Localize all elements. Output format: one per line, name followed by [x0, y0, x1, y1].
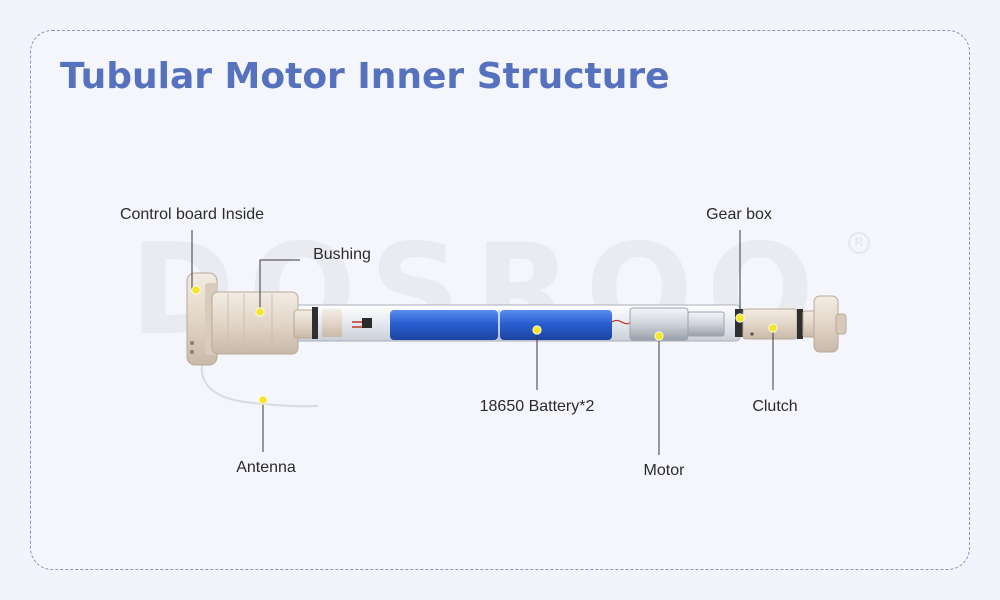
antenna-wire: [200, 364, 319, 408]
registered-mark-icon: R: [848, 232, 870, 254]
marker-clutch: [768, 323, 778, 333]
bushing-body: [211, 291, 299, 355]
marker-control-board: [191, 285, 201, 295]
label-gear-box: Gear box: [706, 206, 772, 223]
label-battery: 18650 Battery*2: [479, 398, 595, 415]
marker-dots: [191, 285, 778, 405]
page-title: Tubular Motor Inner Structure: [60, 56, 670, 97]
label-motor: Motor: [643, 462, 685, 479]
label-antenna: Antenna: [236, 459, 296, 476]
marker-bushing: [255, 307, 265, 317]
marker-gear-box: [735, 313, 745, 323]
drive-end-cap: [813, 295, 839, 353]
battery-cell-2: [500, 310, 612, 340]
marker-antenna: [258, 395, 268, 405]
leader-bushing: [259, 259, 300, 312]
label-clutch: Clutch: [752, 398, 798, 415]
marker-battery: [532, 325, 542, 335]
battery-cell-1: [390, 310, 498, 340]
leader-lines: [191, 230, 774, 455]
marker-motor: [654, 331, 664, 341]
label-bushing: Bushing: [313, 246, 371, 263]
label-control-board: Control board Inside: [119, 206, 265, 223]
